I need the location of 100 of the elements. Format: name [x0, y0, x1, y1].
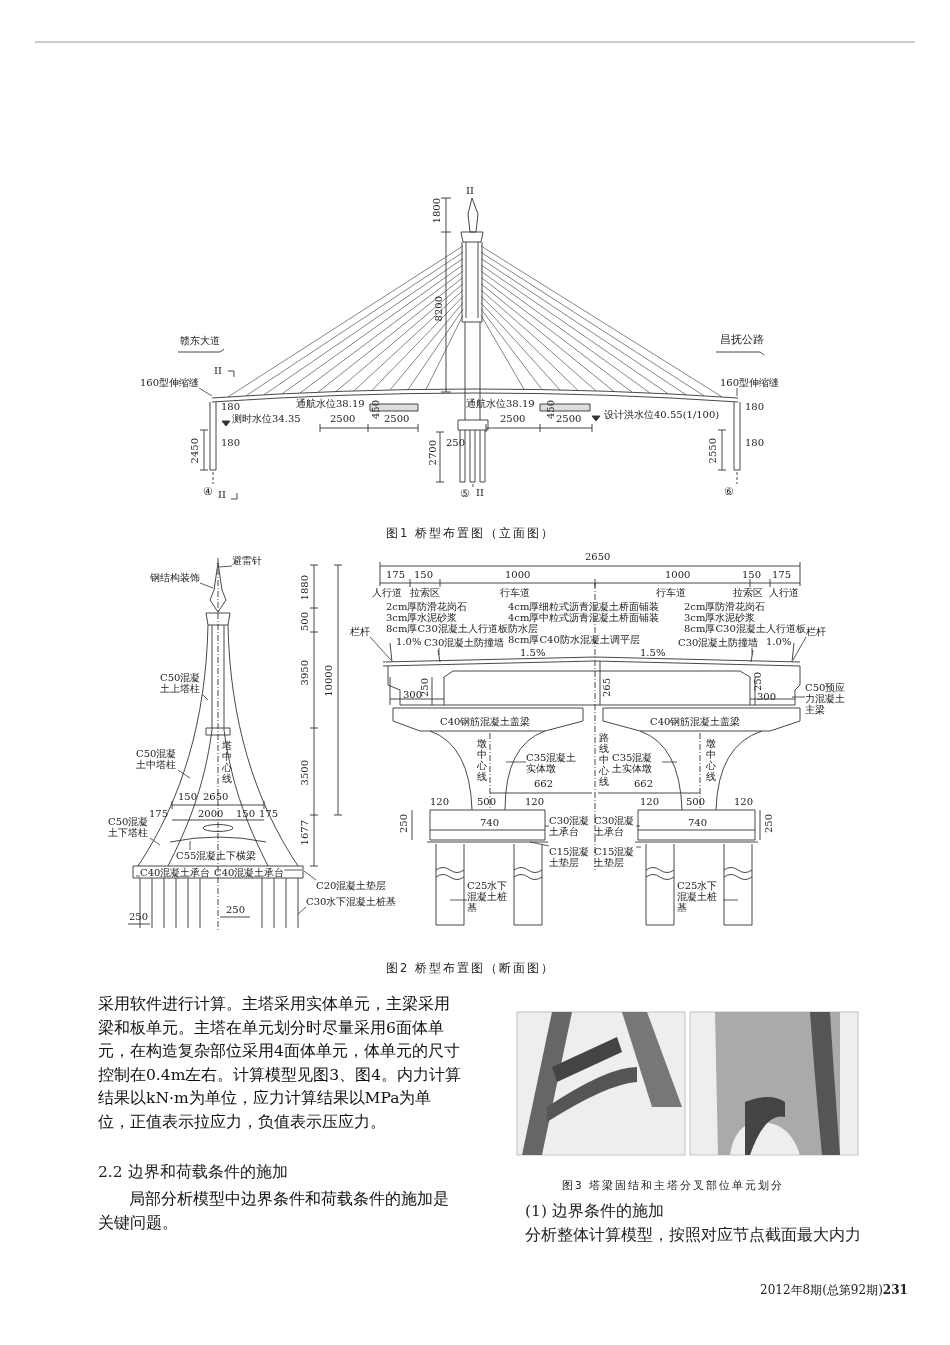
text-label: 拉索区	[410, 588, 440, 599]
callout-label: C30混凝土防撞墙	[678, 637, 759, 648]
dimension-label: 1000	[505, 570, 531, 581]
dimension-label: 250	[764, 814, 775, 834]
dimension-label: 175	[149, 809, 169, 820]
dimension-label: 740	[688, 818, 708, 829]
leader-line	[449, 899, 468, 901]
axis-number: ⑤	[460, 488, 470, 500]
text-label: 防水层	[508, 624, 538, 635]
text-label: C40钢筋混凝土盖梁	[650, 717, 741, 728]
dimension-label: 150	[178, 792, 198, 803]
figure-caption: 图2 桥型布置图（断面图）	[386, 962, 555, 975]
dimension-label: 150	[236, 809, 256, 820]
slope-label: 1.0%	[396, 637, 422, 648]
callout-label: 栏杆	[350, 626, 370, 637]
dimension-label: 3500	[300, 760, 311, 786]
text-label: 行车道	[500, 588, 530, 599]
dimension-label: 250	[420, 678, 431, 698]
figure-caption: 图3 塔梁固结和主塔分叉部位单元划分	[562, 1180, 785, 1191]
body-paragraph: 采用软件进行计算。主塔采用实体单元，主梁采用梁和板单元。主塔在单元划分时尽量采用6面体单元，在构造复杂部位采用4面体单元，体单元的尺寸控制在0.4m左右。计算模型见图3、图4。内力计算结果以kN·m为单位，应力计算结果以MPa为单位，正值表示拉应力，负值表示压应力。	[98, 994, 462, 1133]
callout-label: C35混凝土实体墩	[612, 752, 662, 774]
callout-label: C15混凝土垫层	[549, 846, 593, 868]
dimension-label: 175	[772, 570, 792, 581]
dimension-label: 2500	[330, 414, 356, 425]
leader-line	[736, 387, 738, 397]
dimension-label: 175	[259, 809, 279, 820]
text-label: 拉索区	[733, 588, 763, 599]
text-label: 路线中心线	[599, 732, 609, 787]
dimension-label: 120	[430, 797, 450, 808]
dimension-label: 265	[602, 678, 613, 698]
dimension-label: 3950	[300, 660, 311, 686]
text-label: 设计洪水位40.55(1/100)	[604, 410, 720, 421]
slope-label: 1.5%	[640, 648, 666, 659]
text-label: 通航水位38.19	[466, 399, 535, 410]
text-label: 8cm厚C30混凝土人行道板	[386, 624, 508, 635]
leader-line	[198, 387, 213, 397]
leader-line	[635, 825, 641, 827]
dimension-label: 450	[371, 400, 382, 420]
text-label: 墩中心线	[477, 738, 487, 782]
leader-line	[529, 841, 550, 847]
leader-line	[791, 696, 806, 698]
dimension-label: 2550	[708, 438, 719, 464]
leader-line	[544, 825, 550, 827]
callout-label: C30混凝土承台	[594, 815, 636, 837]
dimension-label: 500	[300, 612, 311, 632]
dimension-label: 2000	[198, 809, 224, 820]
callout-label: C25水下混凝土桩基	[467, 880, 513, 913]
leader-line	[135, 875, 141, 877]
callout-label: C50混凝土上塔柱	[160, 672, 202, 694]
callout-label: 避雷针	[232, 555, 262, 566]
dimension-label: 150	[742, 570, 762, 581]
dimension-label: 662	[534, 779, 554, 790]
body-text: 分析整体计算模型，按照对应节点截面最大内力	[525, 1227, 861, 1244]
dimension-label: 120	[525, 797, 545, 808]
text-label: 人行道	[769, 588, 799, 599]
leader-line	[369, 636, 392, 661]
leader-line	[661, 761, 678, 763]
dimension-label: 250	[399, 814, 410, 834]
leader-line	[284, 869, 303, 871]
text-label: 通航水位38.19	[296, 399, 365, 410]
callout-label: C30水下混凝土桩基	[306, 896, 397, 907]
text-label: 3cm厚水泥砂浆	[684, 613, 756, 623]
leader-line	[635, 846, 642, 848]
dimension-label: 2700	[428, 440, 439, 466]
leader-line	[177, 769, 191, 779]
axis-number: ⑥	[724, 486, 734, 498]
dimension-label: 2650	[585, 552, 611, 563]
dimension-label: 500	[686, 797, 706, 808]
body-paragraph: 局部分析模型中边界条件和荷载条件的施加是关键问题。	[98, 1189, 450, 1234]
dimension-label: 250	[753, 672, 764, 692]
dimension-label: 2500	[500, 414, 526, 425]
figure-caption: 图1 桥型布置图（立面图）	[386, 527, 555, 540]
dimension-label: 150	[414, 570, 434, 581]
text-label: 墩中心线	[706, 738, 716, 782]
dimension-label: 250	[226, 905, 246, 916]
section-heading: 2.2 边界和荷载条件的施加	[98, 1164, 288, 1181]
text-label: 2cm厚防滑花岗石	[386, 602, 468, 612]
dimension-label: 2650	[203, 792, 229, 803]
text-label: C40钢筋混凝土盖梁	[440, 717, 531, 728]
dimension-label: 740	[480, 818, 500, 829]
dimension-label: 450	[546, 400, 557, 420]
dimension-label: 2500	[384, 414, 410, 425]
callout-label: 160型伸缩缝	[720, 377, 780, 388]
slope-label: 1.0%	[766, 637, 792, 648]
section-mark: II	[466, 186, 474, 197]
leader-line	[751, 647, 753, 656]
dimension-label: 180	[221, 402, 241, 413]
text-label: 测时水位34.35	[232, 414, 301, 425]
page-footer: 2012年8期(总第92期)231	[760, 1284, 908, 1297]
section-heading: (1) 边界条件的施加	[525, 1203, 664, 1220]
text-label: 8cm厚C40防水混凝土调平层	[508, 635, 640, 646]
text-label: 塔中心线	[222, 740, 232, 784]
callout-label: C15混凝土垫层	[594, 846, 636, 868]
callout-label: C25水下混凝土桩基	[677, 880, 723, 913]
text-label: 人行道	[372, 588, 402, 599]
section-mark: II	[476, 488, 484, 499]
dimension-label: 175	[386, 570, 406, 581]
callout-label: 160型伸缩缝	[140, 377, 200, 388]
text-label: 2cm厚防滑花岗石	[684, 602, 766, 612]
axis-number: ④	[203, 486, 213, 498]
